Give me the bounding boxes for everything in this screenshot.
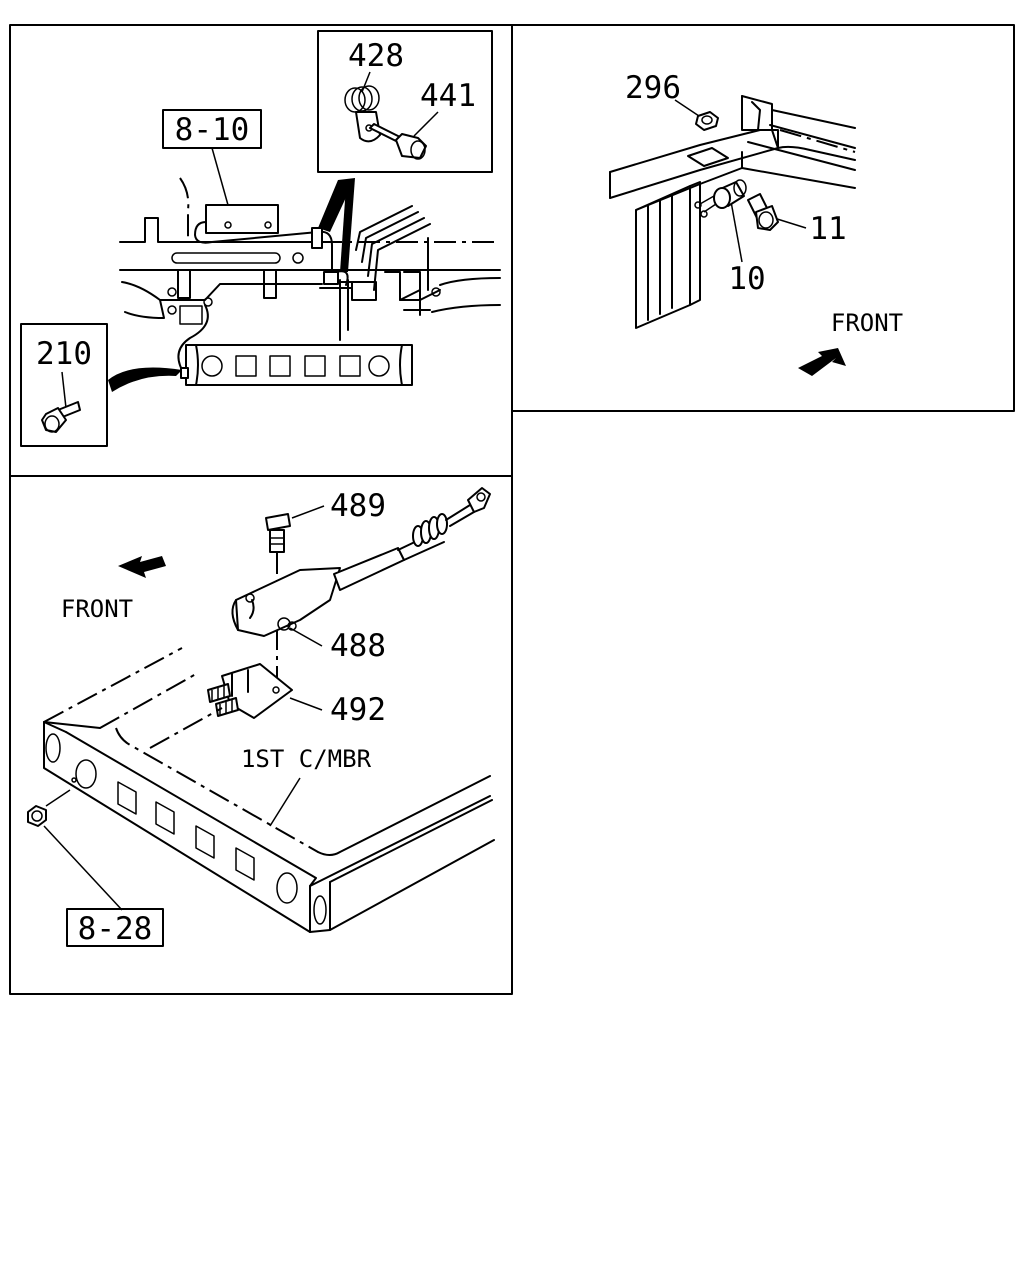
panel-frames [9,24,1015,995]
panel-bottom-left: 489 488 492 1ST C/MBR FRONT [27,487,495,947]
front-label-left: FRONT [61,595,133,623]
cable-assembly [231,487,491,637]
label-part-210: 210 [36,336,92,372]
switch-10-icon [694,179,747,218]
label-part-488: 488 [330,628,386,664]
label-part-10: 10 [728,261,765,297]
front-arrow-right-icon [798,348,846,376]
cable-boot-icon [412,513,448,547]
front-arrow-left-icon [118,556,166,578]
member-label: 1ST C/MBR [241,745,372,773]
ref-box-8-10[interactable]: 8-10 [162,109,262,149]
label-part-296: 296 [625,70,681,106]
ref-box-8-28[interactable]: 8-28 [66,908,164,947]
ref-box-8-10-label: 8-10 [175,112,250,148]
nut-296-icon [695,111,719,131]
frame-rail-top [119,177,501,371]
label-part-428: 428 [348,38,404,74]
panel-top-left: 8-10 [20,30,501,447]
label-part-11: 11 [809,211,846,247]
panel-top-right: 296 11 10 [609,70,903,376]
clip-428-icon [344,85,381,143]
label-part-492: 492 [330,692,386,728]
nut-8-28-icon [27,805,47,827]
leader-8-28 [43,825,123,911]
leader-8-10 [211,147,229,206]
bolt-210-icon [41,401,81,433]
label-part-441: 441 [420,78,476,114]
label-part-489: 489 [330,488,386,524]
ref-box-8-28-label: 8-28 [78,911,153,947]
bolt-489-icon [265,513,291,553]
frame-rail-right [609,95,856,329]
base-bracket-492 [207,663,293,719]
bolt-11-icon [747,193,779,231]
inset-clip-detail: 428 441 [317,30,493,272]
front-label-right: FRONT [831,309,903,337]
bolt-441-icon [369,123,427,160]
cross-member-1st [43,647,495,933]
inset-bolt-detail: 210 [20,323,182,447]
cross-member-holes [180,344,413,386]
